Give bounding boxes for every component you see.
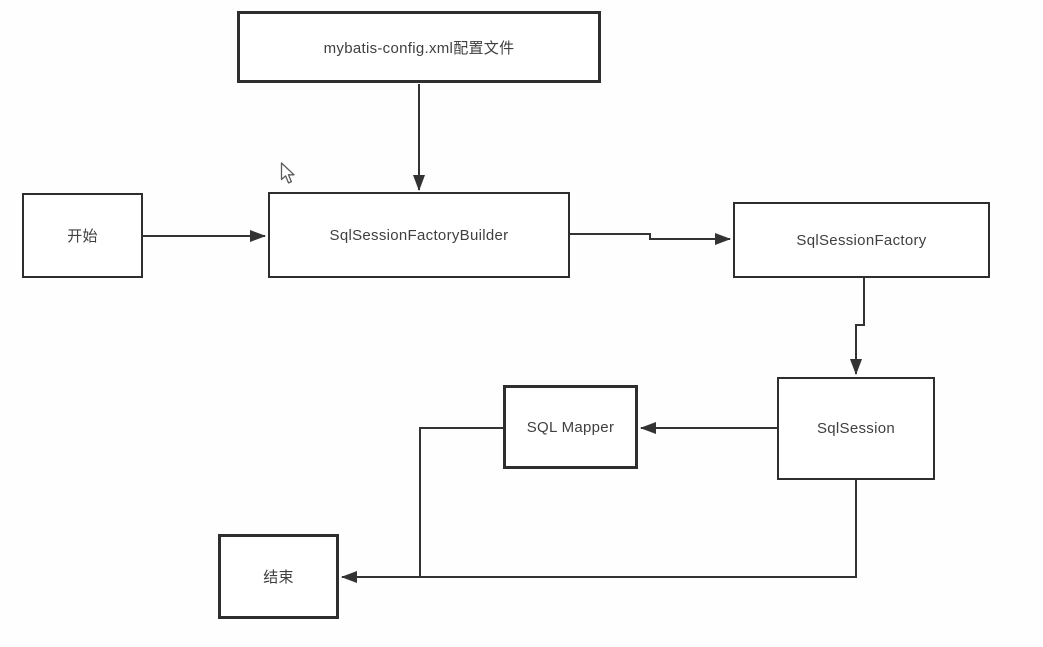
node-sqlsessionfactory: SqlSessionFactory bbox=[733, 202, 990, 278]
node-start-label: 开始 bbox=[67, 228, 98, 245]
arrow-factory-to-session bbox=[850, 278, 865, 375]
node-end: 结束 bbox=[218, 534, 339, 619]
node-sql-mapper: SQL Mapper bbox=[503, 385, 638, 469]
node-sqlsessionfactorybuilder: SqlSessionFactoryBuilder bbox=[268, 192, 570, 278]
arrow-builder-to-factory bbox=[570, 233, 731, 245]
node-start: 开始 bbox=[22, 193, 143, 278]
node-mybatis-config-file-label: mybatis-config.xml配置文件 bbox=[323, 39, 515, 57]
node-sqlsessionfactory-label: SqlSessionFactory bbox=[796, 231, 927, 249]
node-sqlsessionfactorybuilder-label: SqlSessionFactoryBuilder bbox=[329, 226, 509, 244]
node-end-label: 结束 bbox=[263, 569, 294, 586]
node-sqlsession: SqlSession bbox=[777, 377, 935, 480]
node-sql-mapper-label: SQL Mapper bbox=[526, 418, 615, 436]
line-mapper-to-merge bbox=[419, 427, 503, 577]
arrow-session-to-end bbox=[341, 480, 857, 583]
node-mybatis-config-file: mybatis-config.xml配置文件 bbox=[237, 11, 601, 83]
node-sqlsession-label: SqlSession bbox=[816, 420, 896, 437]
